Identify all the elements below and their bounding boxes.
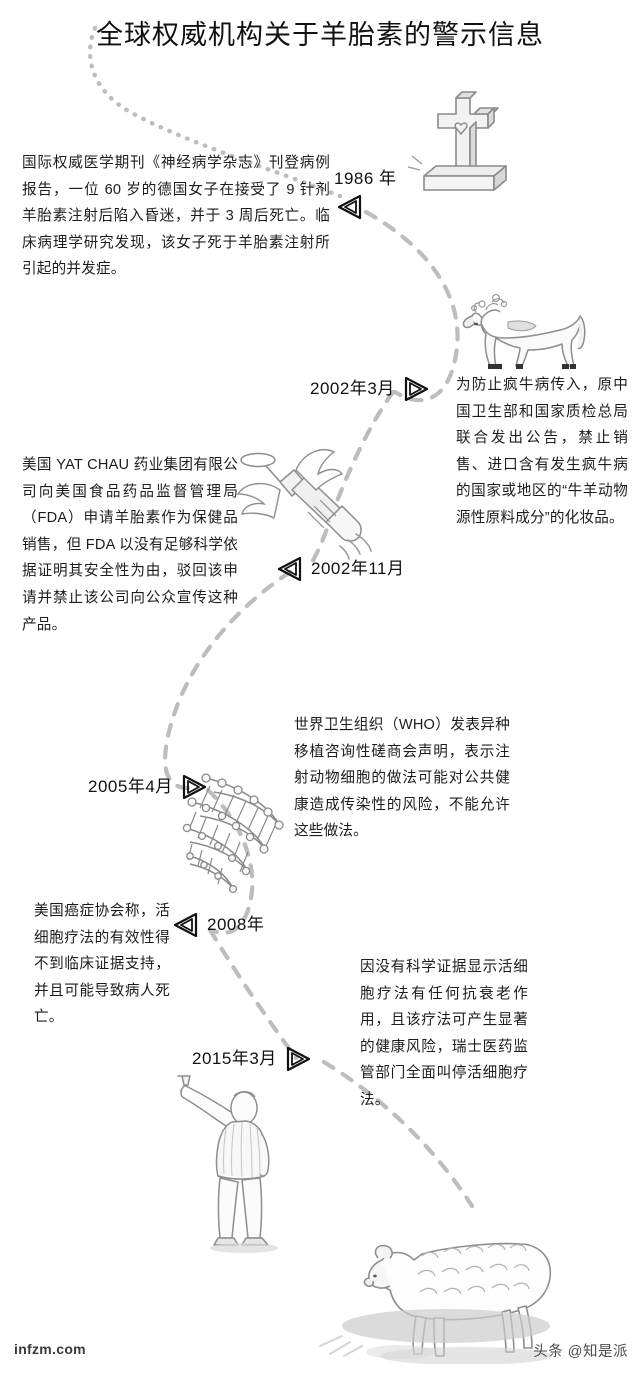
triangle-left-marker-2002-11[interactable]: [276, 556, 302, 582]
source-watermark: infzm.com: [14, 1341, 86, 1357]
cow-icon: [452, 288, 592, 374]
winged-syringe-icon: [222, 440, 382, 568]
triangle-right-marker-2005-04[interactable]: [182, 774, 208, 800]
standing-man-icon: [156, 1072, 284, 1254]
date-label-2005-04: 2005年4月: [88, 777, 173, 796]
event-text-2008: 美国癌症协会称，活细胞疗法的有效性得不到临床证据支持，并且可能导致病人死亡。: [34, 898, 170, 1031]
date-label-2002-03: 2002年3月: [310, 379, 395, 398]
publisher-watermark: 头条 @知是派: [533, 1344, 628, 1360]
date-label-2008: 2008年: [207, 915, 265, 934]
date-label-2015-03: 2015年3月: [192, 1049, 277, 1068]
event-text-1986: 国际权威医学期刊《神经病学杂志》刊登病例报告，一位 60 岁的德国女子在接受了 …: [22, 150, 330, 283]
event-text-2002-11-body: 美国 YAT CHAU 药业集团有限公司向美国食品药品监督管理局（FDA）申请羊…: [22, 457, 238, 633]
event-text-2015-03: 因没有科学证据显示活细胞疗法有任何抗衰老作用，且该疗法可产生显著的健康风险，瑞士…: [360, 954, 528, 1114]
timeline-marker-2015-03[interactable]: 2015年3月: [192, 1046, 312, 1072]
timeline-marker-2002-11[interactable]: 2002年11月: [276, 556, 404, 582]
event-text-2002-03-body: 为防止疯牛病传入，原中国卫生部和国家质检总局联合发出公告，禁止销售、进口含有发生…: [456, 377, 628, 526]
date-label-1986: 1986 年: [334, 169, 397, 188]
timeline-marker-2002-03[interactable]: 2002年3月: [310, 376, 430, 402]
grave-cross-icon: [398, 82, 518, 200]
triangle-left-marker-1986[interactable]: [336, 194, 362, 225]
date-label-2002-11: 2002年11月: [311, 559, 405, 578]
event-text-2002-11: 美国 YAT CHAU 药业集团有限公司向美国食品药品监督管理局（FDA）申请羊…: [22, 452, 238, 638]
event-text-2002-03: 为防止疯牛病传入，原中国卫生部和国家质检总局联合发出公告，禁止销售、进口含有发生…: [456, 372, 628, 532]
event-text-2015-03-body: 因没有科学证据显示活细胞疗法有任何抗衰老作用，且该疗法可产生显著的健康风险，瑞士…: [360, 959, 528, 1108]
event-text-2005-04-body: 世界卫生组织（WHO）发表异种移植咨询性磋商会声明，表示注射动物细胞的做法可能对…: [294, 717, 510, 840]
event-text-2005-04: 世界卫生组织（WHO）发表异种移植咨询性磋商会声明，表示注射动物细胞的做法可能对…: [294, 712, 510, 845]
timeline-marker-2008[interactable]: 2008年: [172, 912, 264, 938]
triangle-right-marker-2015-03[interactable]: [286, 1046, 312, 1072]
page-title: 全球权威机构关于羊胎素的警示信息: [96, 20, 544, 50]
timeline-marker-2005-04[interactable]: 2005年4月: [88, 774, 208, 800]
triangle-right-marker-2002-03[interactable]: [404, 376, 430, 402]
sheep-shadow: [296, 1300, 556, 1360]
event-text-1986-body: 国际权威医学期刊《神经病学杂志》刊登病例报告，一位 60 岁的德国女子在接受了 …: [22, 155, 330, 278]
triangle-left-marker-2008[interactable]: [172, 912, 198, 938]
timeline-marker-1986[interactable]: 1986 年: [334, 168, 397, 190]
event-text-2008-body: 美国癌症协会称，活细胞疗法的有效性得不到临床证据支持，并且可能导致病人死亡。: [34, 903, 170, 1026]
